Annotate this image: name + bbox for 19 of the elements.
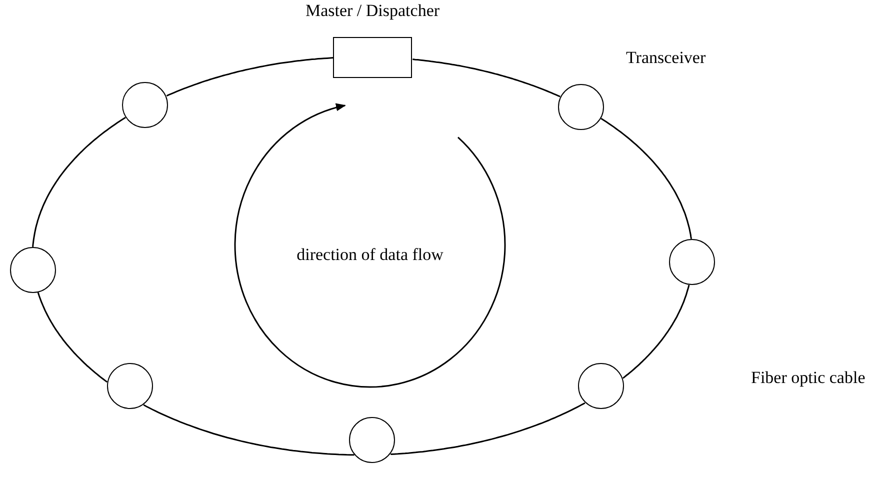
cable-label: Fiber optic cable [751,368,866,388]
cable-line [37,292,108,383]
flow-direction-label: direction of data flow [296,245,444,265]
cable-line [600,118,692,240]
cable-line [32,116,126,247]
cable-line [143,404,354,456]
transceiver-circle [122,82,168,128]
cable-line [166,57,334,96]
transceiver-circle [349,417,395,463]
transceiver-circle [10,247,56,293]
transceiver-label: Transceiver [626,48,706,68]
cable-line [412,58,560,98]
transceiver-circle [669,239,715,285]
cable-line [390,402,586,456]
transceiver-circle [558,84,604,130]
transceiver-circle [578,363,624,409]
transceiver-circle [107,363,153,409]
node-label: Master / Dispatcher [305,1,440,21]
cable-line [622,284,690,379]
